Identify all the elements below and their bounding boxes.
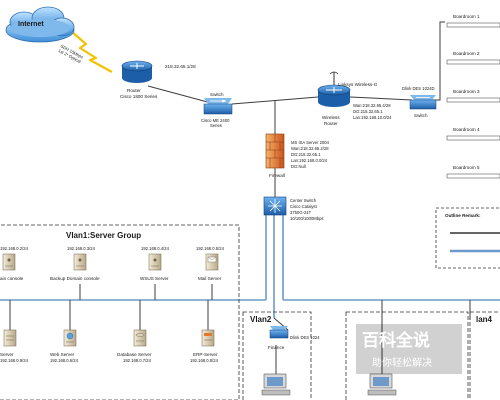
boardroom-pc-icon	[446, 22, 500, 28]
server-name: Mail Server	[198, 276, 222, 281]
server-name: Web Server	[50, 352, 75, 357]
router-model: Cisco 1800 Series	[120, 94, 158, 99]
firewall-info-line-1: MS ISA Server 2004	[291, 140, 330, 145]
database-server-icon	[133, 329, 147, 347]
center-switch-line-3: 3750G-24T	[290, 210, 312, 215]
vlan1-title: Vlan1:Server Group	[66, 231, 141, 240]
vlan2-group-frame	[242, 311, 312, 400]
boardroom-label: Boardroom 3	[453, 89, 480, 94]
boardroom-list: Boardroom 1 Boardroom 2 Boardroom 3 Boar…	[446, 14, 500, 179]
router-icon	[121, 60, 153, 83]
boardroom-pc-icon	[446, 173, 500, 179]
server-icon	[2, 253, 16, 271]
vlan2-title: Vlan2	[250, 315, 272, 324]
vlan1-group-frame	[0, 224, 240, 400]
internet-cloud-icon	[5, 6, 75, 43]
center-switch-icon	[263, 196, 287, 216]
computer-icon	[367, 373, 397, 396]
vlan2-switch-icon	[269, 326, 289, 339]
server-ip: 192.168.0.2/24	[0, 246, 29, 251]
vlan2-dept: Finance	[268, 345, 285, 350]
internet-label: Internet	[18, 21, 44, 28]
watermark-subtitle: 助你轻松解决	[372, 356, 432, 369]
link-router-switch	[147, 85, 216, 105]
dlink-switch-model: Dlink DES 1024D	[402, 86, 435, 91]
server-name: ain console	[0, 276, 24, 281]
vlan4-title: lan4	[476, 315, 493, 324]
watermark-title: 百科全说	[362, 330, 430, 350]
wireless-info-line-2: DG:218.32.65.1	[353, 109, 383, 114]
server-ip: 192.168.0.7/24	[123, 358, 152, 363]
router-name: Router	[127, 88, 141, 93]
switch-icon	[203, 98, 233, 115]
dlink-switch-icon	[409, 95, 437, 110]
boardroom-label: Boardroom 4	[453, 127, 480, 132]
computer-icon	[261, 373, 291, 396]
server-ip: 192.168.0.3/24	[67, 246, 96, 251]
server-name: Database Server	[117, 352, 152, 357]
wireless-info-line-1: Wan:218.32.65.4/28	[353, 103, 391, 108]
server-name: WSUS Server	[140, 276, 169, 281]
watermark: 百科全说 助你轻松解决	[356, 324, 462, 374]
mail-server-icon	[205, 253, 219, 271]
server-ip: 192.168.0.4/24	[141, 246, 170, 251]
outline-remark-title: Outline Remark:	[445, 213, 481, 218]
boardroom-pc-icon	[446, 59, 500, 65]
server-ip: 192.168.0.5/24	[196, 246, 225, 251]
link-wireless-dlink	[349, 96, 413, 101]
server-name: Backup Domain console	[50, 276, 100, 281]
firewall-info-line-3: DG:218.32.65.1	[291, 152, 321, 157]
wan-lightning-icon	[71, 31, 113, 73]
wireless-model: Linksys Wireless-G	[338, 82, 378, 87]
firewall-name: Firewall	[269, 173, 285, 178]
center-switch-line-2: Cisco Catalyst	[290, 204, 318, 209]
server-name: ERP-Server	[193, 352, 218, 357]
center-switch-line-1: Center Switch	[290, 198, 317, 203]
boardroom-pc-icon	[446, 97, 500, 103]
firewall-icon	[265, 133, 285, 169]
dlink-switch-name: Switch	[414, 113, 428, 118]
firewall-info-line-5: DG:Null	[291, 164, 306, 169]
server-ip: 192.168.0.8/24	[190, 358, 219, 363]
wireless-router-icon	[317, 71, 351, 107]
server-ip: 192.168.0.9/24	[0, 358, 29, 363]
switch1-model-line-2: Series	[210, 123, 222, 128]
center-switch-line-4: 10/100/1000Mbps	[290, 216, 324, 221]
boardroom-pc-icon	[446, 135, 500, 141]
wireless-name-line-2: Router	[324, 121, 338, 126]
boardroom-label: Boardroom 2	[453, 51, 480, 56]
server-name: Server	[0, 352, 14, 357]
server-icon	[73, 253, 87, 271]
firewall-info-line-4: Lan:192.168.0.0/24	[291, 158, 328, 163]
server-icon	[148, 253, 162, 271]
switch1-model-line-1: Cisco ME 2400	[201, 118, 230, 123]
vlan4-group-frame	[469, 311, 500, 400]
boardroom-label: Boardroom 1	[453, 14, 480, 19]
boardroom-label: Boardroom 5	[453, 165, 480, 170]
web-server-icon	[63, 329, 77, 347]
router-ip: 218.32.65.1/28	[165, 64, 196, 69]
vlan2-switch-model: Dlink DES 1024	[290, 335, 320, 340]
server-ip: 192.168.0.6/24	[50, 358, 79, 363]
erp-server-icon	[201, 329, 215, 347]
vlan3-group-frame	[345, 311, 469, 400]
firewall-info-line-2: Wan:218.32.65.2/28	[291, 146, 329, 151]
wireless-name-line-1: Wireless	[322, 115, 340, 120]
server-icon	[3, 329, 17, 347]
outline-remark-box	[435, 207, 500, 269]
link-switch-wireless	[231, 96, 319, 105]
switch1-name: Switch	[210, 92, 224, 97]
wireless-info-line-3: Lan:192.168.10.0/24	[353, 115, 392, 120]
